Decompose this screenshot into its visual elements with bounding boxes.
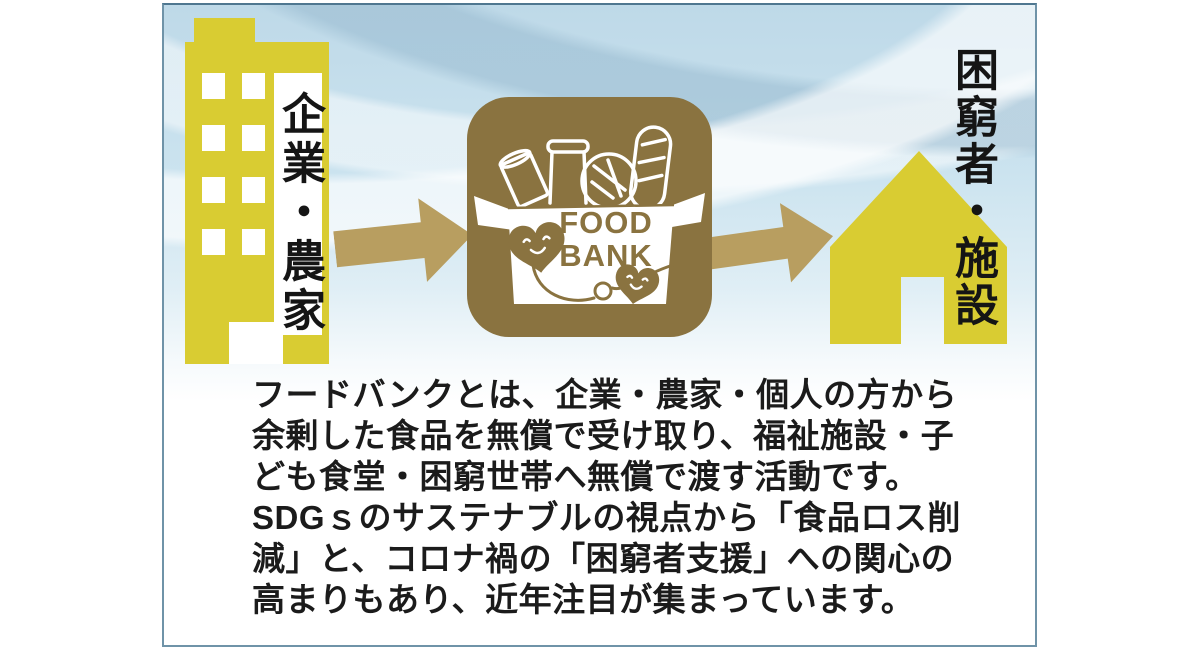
heart-mascot-right: [615, 264, 660, 305]
description-line: SDGｓのサステナブルの視点から「食品ロス削: [252, 499, 961, 536]
box-flap-left: [474, 196, 513, 230]
source-label: 企業・農家: [275, 91, 324, 336]
box-flap-right: [666, 193, 705, 228]
building-window: [242, 177, 265, 203]
heart-mascot-left: [508, 222, 565, 273]
building-window: [202, 229, 225, 255]
foodbank-word-1: FOOD: [559, 205, 653, 240]
description-line: 減」と、コロナ禍の「困窮者支援」への関心の: [252, 540, 955, 577]
building-roof: [194, 18, 255, 44]
description-line: 余剰した食品を無償で受け取り、福祉施設・子: [252, 417, 955, 454]
house-icon: [830, 147, 1008, 345]
recipient-label: 困窮者・施設: [948, 47, 997, 329]
house-graphic: [830, 151, 1007, 344]
foodbank-word-2: BANK: [559, 238, 653, 273]
building-window: [242, 73, 265, 99]
food-bank-box-icon: FOOD BANK: [467, 97, 712, 337]
building-window: [202, 125, 225, 151]
flow-arrow-right: [697, 186, 842, 308]
description-line: 高まりもあり、近年注目が集まっています。: [252, 581, 915, 618]
source-label-band: [274, 73, 322, 335]
food-items: [498, 125, 673, 211]
description-line: ども食堂・困窮世帯へ無償で渡す活動です。: [252, 458, 919, 495]
infographic-card: 企業・農家: [162, 3, 1037, 647]
right-arrow-icon: [333, 198, 473, 282]
right-arrow-icon: [702, 203, 834, 283]
office-building-icon: [185, 42, 329, 364]
building-door: [229, 322, 283, 364]
description-line: フードバンクとは、企業・農家・個人の方から: [252, 376, 958, 413]
building-window: [202, 177, 225, 203]
food-bank-graphic: FOOD BANK: [467, 97, 712, 337]
building-window: [202, 73, 225, 99]
description: フードバンクとは、企業・農家・個人の方から 余剰した食品を無償で受け取り、福祉施…: [252, 374, 992, 620]
flow-arrow-left: [330, 184, 480, 305]
building-windows: [202, 73, 265, 255]
building-window: [242, 125, 265, 151]
building-window: [242, 229, 265, 255]
